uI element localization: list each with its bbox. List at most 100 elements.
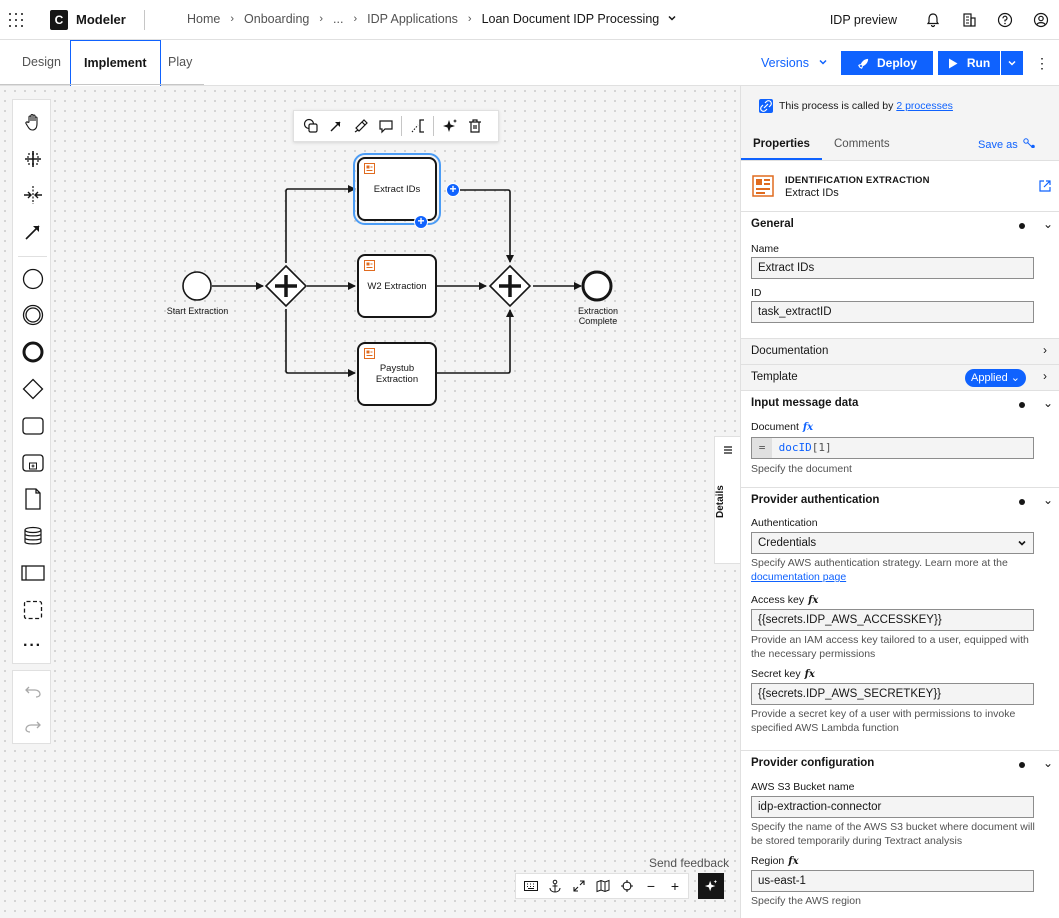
connect-arrow-icon[interactable]	[323, 111, 348, 141]
tab-comments[interactable]: Comments	[834, 138, 890, 150]
provider-config-header[interactable]: Provider configuration	[751, 757, 875, 769]
feel-expression-icon[interactable]: fx	[808, 595, 819, 606]
pool-icon[interactable]	[13, 558, 52, 588]
append-text-annotation-icon[interactable]	[405, 111, 430, 141]
change-type-icon[interactable]	[298, 111, 323, 141]
input-message-header[interactable]: Input message data	[751, 397, 859, 409]
flow-paystub-to-join[interactable]	[437, 309, 514, 374]
append-plus-icon[interactable]: +	[414, 215, 428, 229]
undo-icon[interactable]	[13, 676, 52, 706]
access-key-input[interactable]: {{secrets.IDP_AWS_ACCESSKEY}}	[751, 609, 1034, 631]
general-header[interactable]: General	[751, 218, 794, 230]
chevron-right-icon[interactable]: ›	[1043, 343, 1047, 357]
id-input[interactable]: task_extractID	[751, 301, 1034, 323]
feel-expression-icon[interactable]: fx	[788, 856, 799, 867]
data-object-icon[interactable]	[13, 484, 52, 514]
chevron-down-icon[interactable]: ⌄	[1043, 396, 1054, 410]
color-picker-icon[interactable]	[348, 111, 373, 141]
flow-extract-ids-to-join[interactable]	[460, 189, 514, 263]
feel-expression-icon[interactable]: fx	[804, 669, 815, 680]
template-applied-badge[interactable]: Applied ⌄	[965, 369, 1026, 387]
name-input[interactable]: Extract IDs	[751, 257, 1034, 279]
data-store-icon[interactable]	[13, 521, 52, 551]
chevron-down-icon[interactable]: ⌄	[1043, 493, 1054, 507]
flow-split-to-paystub[interactable]	[285, 309, 356, 377]
help-icon[interactable]	[987, 0, 1023, 40]
delete-icon[interactable]	[462, 111, 487, 141]
chevron-right-icon[interactable]: ›	[1043, 369, 1047, 383]
append-plus-icon[interactable]: +	[446, 183, 460, 197]
anchor-icon[interactable]	[543, 874, 567, 898]
end-event[interactable]	[581, 270, 613, 302]
organization-icon[interactable]	[951, 0, 987, 40]
details-toggle[interactable]	[714, 436, 741, 564]
secret-key-input[interactable]: {{secrets.IDP_AWS_SECRETKEY}}	[751, 683, 1034, 705]
bucket-input[interactable]: idp-extraction-connector	[751, 796, 1034, 818]
send-feedback-link[interactable]: Send feedback	[649, 856, 730, 870]
called-by-link[interactable]: 2 processes	[896, 100, 953, 112]
end-event-icon[interactable]	[13, 337, 52, 367]
overflow-menu-icon[interactable]: ⋮	[1035, 54, 1049, 71]
user-avatar-icon[interactable]	[1023, 0, 1059, 40]
ai-assistant-button[interactable]	[698, 873, 724, 899]
zoom-out-icon[interactable]: −	[646, 878, 656, 894]
authentication-select[interactable]: Credentials	[751, 532, 1034, 554]
provider-auth-header[interactable]: Provider authentication	[751, 494, 880, 506]
center-icon[interactable]	[615, 874, 639, 898]
start-event-icon[interactable]	[13, 264, 52, 294]
template-section[interactable]: Template Applied ⌄ ›	[741, 364, 1059, 390]
breadcrumb-idp-applications[interactable]: IDP Applications	[367, 12, 458, 26]
tab-play[interactable]: Play	[168, 55, 193, 69]
feel-expression-icon[interactable]: fx	[802, 422, 814, 433]
zoom-in-icon[interactable]: +	[670, 878, 680, 894]
flow-split-to-extract-ids[interactable]	[285, 185, 356, 263]
notification-bell-icon[interactable]	[915, 0, 951, 40]
breadcrumb-current[interactable]: Loan Document IDP Processing	[482, 12, 677, 26]
start-event[interactable]	[182, 271, 212, 301]
group-icon[interactable]	[13, 595, 52, 625]
breadcrumb-home[interactable]: Home	[187, 12, 221, 26]
task-paystub-extraction[interactable]: Paystub Extraction	[357, 342, 437, 406]
redo-icon[interactable]	[13, 711, 52, 741]
chevron-down-icon[interactable]: ⌄	[1043, 217, 1054, 231]
gateway-icon[interactable]	[13, 374, 52, 404]
tab-properties[interactable]: Properties	[741, 130, 822, 160]
parallel-gateway-split[interactable]	[264, 264, 308, 308]
region-input[interactable]: us-east-1	[751, 870, 1034, 892]
hand-tool-icon[interactable]	[13, 107, 52, 137]
chevron-down-icon[interactable]: ⌄	[1043, 756, 1054, 770]
documentation-header[interactable]: Documentation	[751, 345, 829, 357]
deploy-button[interactable]: Deploy	[841, 51, 933, 75]
breadcrumb-ellipsis[interactable]: ...	[333, 12, 344, 26]
documentation-section[interactable]: Documentation ›	[741, 338, 1059, 364]
breadcrumb-onboarding[interactable]: Onboarding	[244, 12, 310, 26]
app-switcher-icon[interactable]	[9, 13, 23, 27]
versions-dropdown[interactable]: Versions	[761, 56, 828, 70]
minimap-icon[interactable]	[591, 874, 615, 898]
documentation-page-link[interactable]: documentation page	[751, 571, 847, 583]
save-as-button[interactable]: Save as	[978, 138, 1035, 151]
tab-design[interactable]: Design	[22, 55, 61, 69]
comment-icon[interactable]	[373, 111, 398, 141]
lasso-tool-icon[interactable]	[13, 144, 52, 174]
subprocess-icon[interactable]	[13, 448, 52, 478]
task-icon[interactable]	[13, 411, 52, 441]
template-header[interactable]: Template	[751, 371, 798, 383]
run-button[interactable]: Run	[938, 51, 1000, 75]
more-tools-icon[interactable]: ···	[23, 637, 42, 654]
space-tool-icon[interactable]	[13, 180, 52, 210]
ai-sparkle-icon[interactable]	[437, 111, 462, 141]
connect-tool-icon[interactable]	[13, 217, 52, 247]
tab-implement[interactable]: Implement	[70, 40, 161, 86]
parallel-gateway-join[interactable]	[488, 264, 532, 308]
task-w2-extraction[interactable]: W2 Extraction	[357, 254, 437, 318]
idp-preview-link[interactable]: IDP preview	[829, 13, 897, 27]
document-expression-input[interactable]: = docID[1]	[751, 437, 1034, 459]
run-options-dropdown[interactable]	[1001, 51, 1023, 75]
intermediate-event-icon[interactable]	[13, 300, 52, 330]
keyboard-icon[interactable]	[519, 874, 543, 898]
task-extract-ids[interactable]: Extract IDs	[353, 153, 441, 225]
open-external-icon[interactable]	[1039, 180, 1051, 192]
modeling-canvas[interactable]	[0, 86, 740, 918]
fit-to-screen-icon[interactable]	[567, 874, 591, 898]
